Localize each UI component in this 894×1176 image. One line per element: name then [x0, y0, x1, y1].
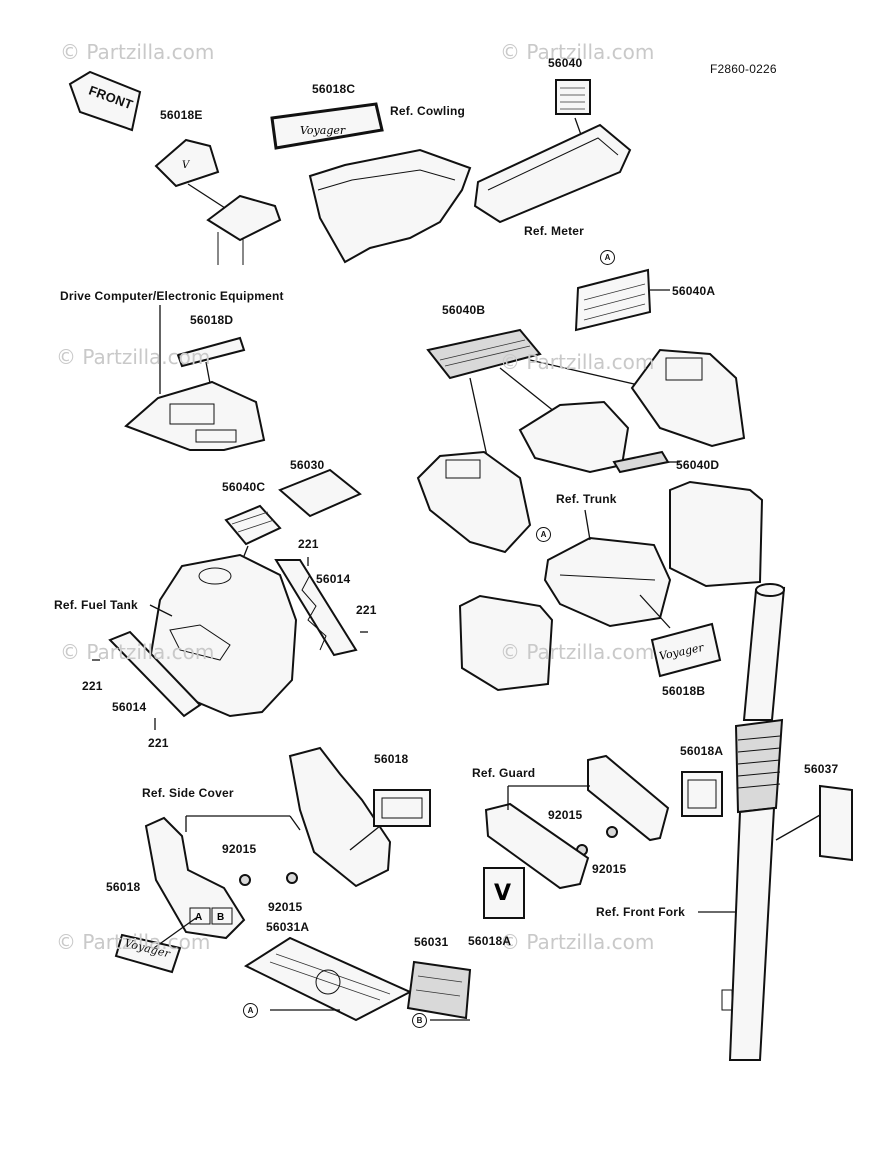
- callout-ref-meter: Ref. Meter: [524, 224, 585, 238]
- svg-text:A: A: [195, 912, 202, 923]
- trunk-lid-left: [416, 450, 532, 554]
- diagram-code: F2860-0226: [710, 62, 777, 76]
- marker-a: A: [600, 250, 615, 265]
- callout-221-b: 221: [356, 603, 377, 617]
- trim-strip-56014-left: [108, 630, 202, 718]
- emblem-56018d: [176, 336, 246, 368]
- callout-221-c: 221: [82, 679, 103, 693]
- label-56030: [278, 468, 362, 518]
- callout-56018a-upper: 56018A: [680, 744, 724, 758]
- plate-56018-right: [373, 789, 431, 827]
- watermark: © Partzilla.com: [500, 350, 655, 374]
- callout-56040: 56040: [548, 56, 583, 70]
- front-fork: [721, 583, 786, 1061]
- callout-drive-computer: Drive Computer/Electronic Equipment: [60, 289, 284, 303]
- callout-92015-a: 92015: [222, 842, 257, 856]
- callout-56037: 56037: [804, 762, 839, 776]
- callout-56040d: 56040D: [676, 458, 720, 472]
- callout-56014-b: 56014: [112, 700, 147, 714]
- small-cover: [206, 194, 282, 265]
- label-56040: [555, 79, 591, 115]
- guard-right: [587, 754, 670, 842]
- watermark: © Partzilla.com: [500, 930, 655, 954]
- guard-left: [484, 802, 590, 890]
- callout-ref-front-fork: Ref. Front Fork: [596, 905, 685, 919]
- computer-console: [124, 380, 266, 451]
- meter-panel: [473, 123, 632, 224]
- watermark: © Partzilla.com: [60, 640, 215, 664]
- callout-56018b: 56018B: [662, 684, 706, 698]
- callout-56018e: 56018E: [160, 108, 203, 122]
- svg-text:B: B: [217, 912, 224, 923]
- callout-92015-d: 92015: [592, 862, 627, 876]
- svg-text:V: V: [182, 160, 191, 171]
- callout-56014-a: 56014: [316, 572, 351, 586]
- trunk-lid-center: [518, 400, 630, 474]
- callout-56040a: 56040A: [672, 284, 716, 298]
- watermark: © Partzilla.com: [500, 640, 655, 664]
- label-56037: [819, 784, 853, 862]
- label-56040b: [426, 328, 542, 380]
- callout-56018a-lower: 56018A: [468, 934, 512, 948]
- side-cover-right: [288, 746, 392, 888]
- trunk-inner-left: [458, 594, 554, 692]
- trunk-lid-right: [630, 348, 746, 448]
- callout-56031: 56031: [414, 935, 449, 949]
- svg-text:V: V: [494, 881, 511, 906]
- v-emblem-56018a-upper: [681, 771, 723, 817]
- callout-ref-trunk: Ref. Trunk: [556, 492, 617, 506]
- callout-56018c: 56018C: [312, 82, 356, 96]
- svg-text:Voyager: Voyager: [300, 124, 346, 137]
- v-emblem-56018a-lower: V: [483, 867, 525, 919]
- label-56031: [406, 960, 472, 1020]
- callout-ref-cowling: Ref. Cowling: [390, 104, 466, 118]
- watermark: © Partzilla.com: [500, 40, 655, 64]
- marker-b: B: [412, 1013, 427, 1028]
- label-56031a: [243, 936, 413, 1022]
- callout-56031a: 56031A: [266, 920, 310, 934]
- callout-ref-guard: Ref. Guard: [472, 766, 536, 780]
- callout-56040b: 56040B: [442, 303, 486, 317]
- callout-56040c: 56040C: [222, 480, 266, 494]
- watermark: © Partzilla.com: [56, 345, 211, 369]
- cowling: [308, 148, 472, 264]
- callout-56018d: 56018D: [190, 313, 234, 327]
- label-56040c: [224, 504, 282, 546]
- marker-a: A: [243, 1003, 258, 1018]
- marker-a: A: [536, 527, 551, 542]
- label-56040a: [574, 268, 652, 332]
- emblem-56018b: Voyager: [650, 622, 722, 678]
- side-cover-left: A B: [144, 816, 246, 940]
- trunk-inner-right: [669, 480, 764, 588]
- watermark: © Partzilla.com: [56, 930, 211, 954]
- emblem-56018e: V: [154, 138, 220, 188]
- callout-56018-left: 56018: [106, 880, 141, 894]
- callout-221-d: 221: [148, 736, 169, 750]
- trunk-body: [543, 536, 672, 628]
- front-arrow-icon: [68, 70, 142, 132]
- callout-92015-c: 92015: [548, 808, 583, 822]
- callout-56030: 56030: [290, 458, 325, 472]
- callout-221-a: 221: [298, 537, 319, 551]
- callout-56018-right: 56018: [374, 752, 409, 766]
- callout-92015-b: 92015: [268, 900, 303, 914]
- callout-ref-fuel-tank: Ref. Fuel Tank: [54, 598, 138, 612]
- callout-ref-side-cover: Ref. Side Cover: [142, 786, 234, 800]
- emblem-56018c: Voyager: [270, 102, 384, 150]
- trim-strip-56014-right: [274, 559, 358, 657]
- watermark: © Partzilla.com: [60, 40, 215, 64]
